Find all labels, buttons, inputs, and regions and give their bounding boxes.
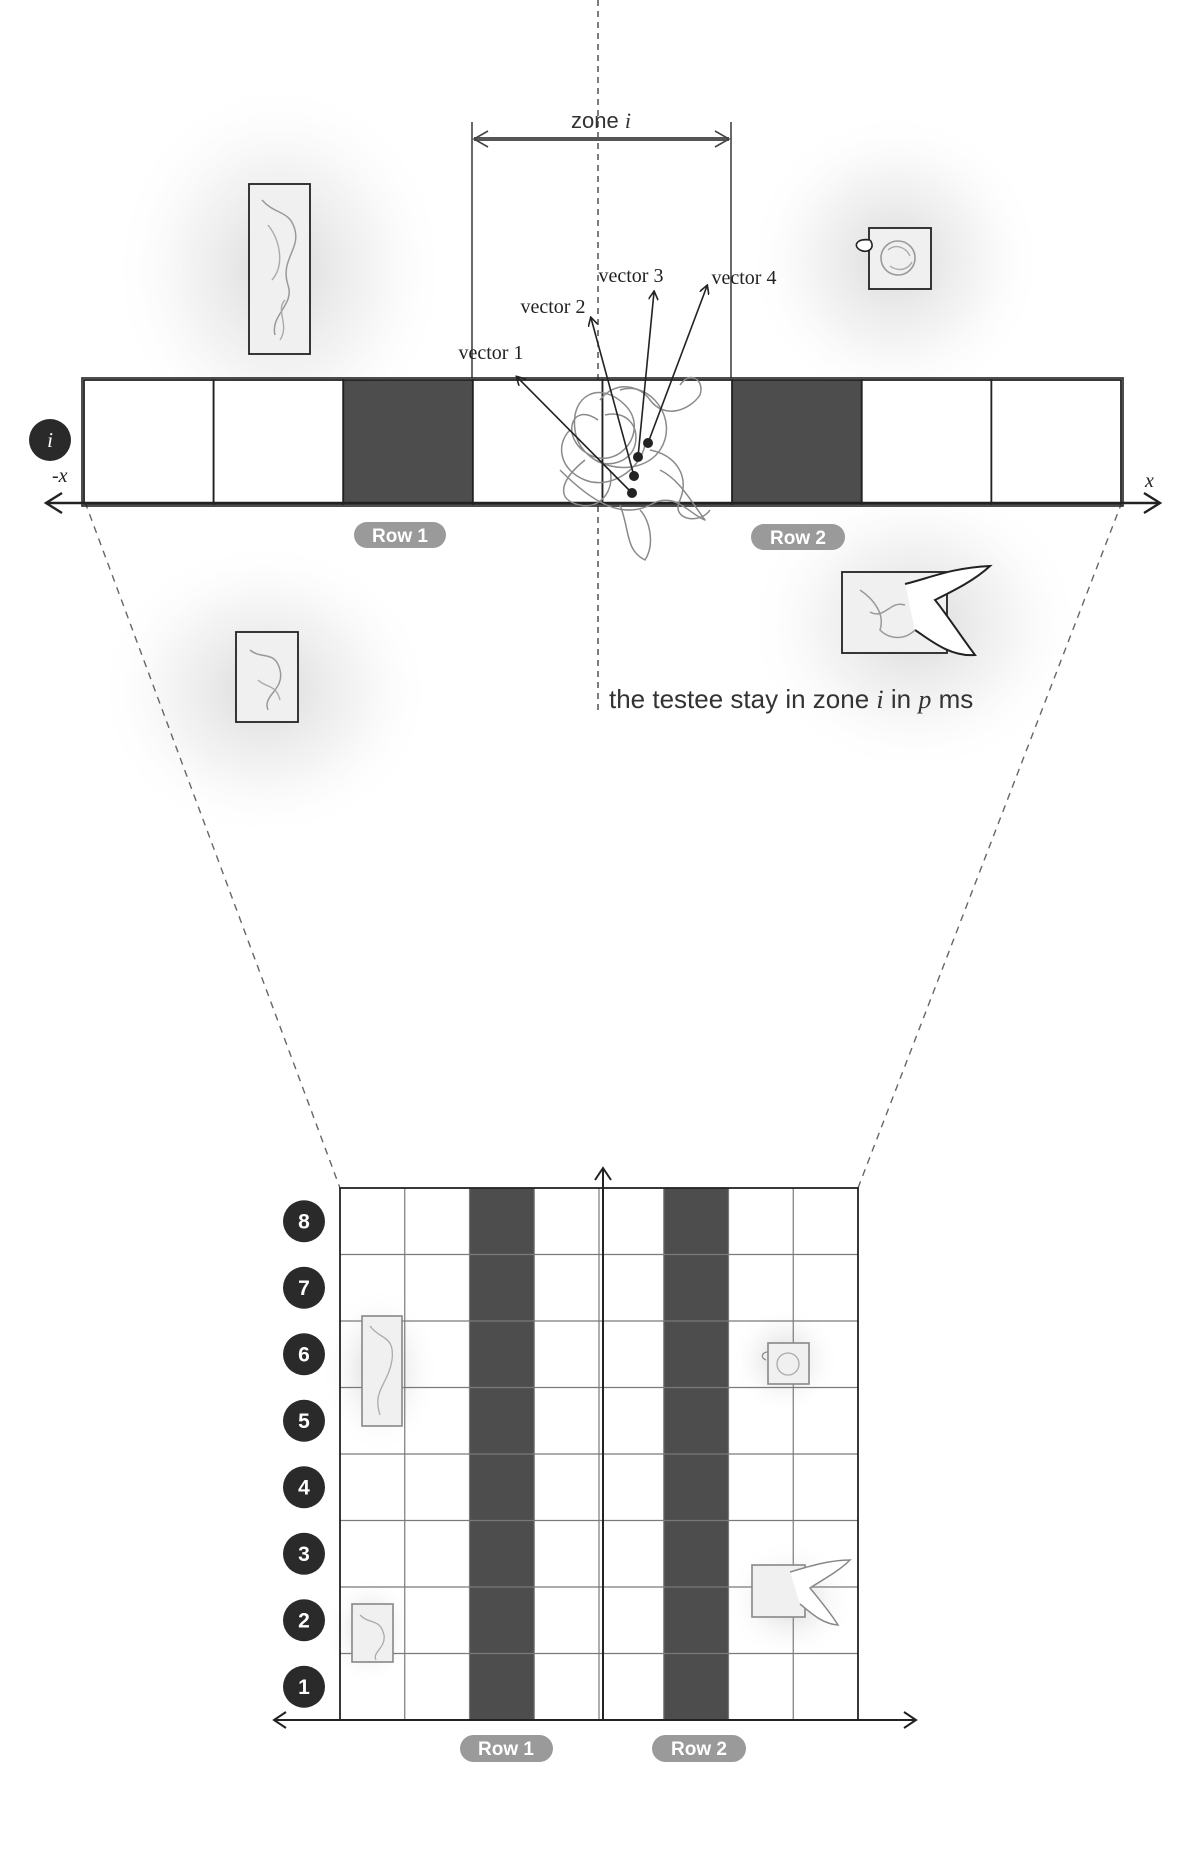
strip-cell-2 — [212, 379, 345, 505]
small-specimen-right-top — [855, 227, 932, 290]
row-1-pill-top: Row 1 — [354, 522, 446, 548]
row-badge-6: 6 — [283, 1333, 325, 1376]
row-1-pill-bottom: Row 1 — [460, 1735, 553, 1762]
vector-3-label: vector 3 — [599, 265, 664, 287]
row-badge-3: 3 — [283, 1532, 325, 1575]
row-badge-label: 2 — [298, 1609, 310, 1632]
vector-origin-points — [627, 438, 653, 498]
svg-text:Row 1: Row 1 — [478, 1739, 534, 1760]
vector-4-label: vector 4 — [712, 267, 777, 289]
row-badge-4: 4 — [283, 1466, 325, 1509]
x-axis-bottom — [272, 1711, 918, 1729]
zone-strip — [81, 377, 1124, 507]
row-badge-label: 7 — [298, 1277, 310, 1300]
strip-cell-8 — [990, 379, 1122, 505]
strip-cell-1 — [83, 379, 215, 505]
perspective-line-left — [84, 501, 341, 1189]
grid-row-badges: 1 2 3 4 5 6 7 8 — [283, 1200, 325, 1708]
svg-text:Row 2: Row 2 — [671, 1739, 727, 1760]
tall-specimen-bottom — [361, 1315, 403, 1427]
strip-cell-5 — [601, 379, 734, 505]
winged-specimen-bottom — [751, 1559, 852, 1626]
strip-cell-7 — [860, 379, 993, 505]
strip-cell-6 — [731, 379, 863, 505]
axis-label-x: x — [1144, 470, 1154, 492]
row-badge-label: 4 — [298, 1476, 310, 1499]
background-glows — [95, 80, 1085, 1685]
small-specimen-right-bottom — [761, 1342, 810, 1385]
vector-2-label: vector 2 — [521, 296, 586, 318]
row-badge-1: 1 — [283, 1665, 325, 1708]
small-specimen-left-bottom — [351, 1603, 394, 1663]
vector-arrows — [517, 286, 707, 494]
strip-outer-border — [81, 377, 1124, 507]
row-badge-label: 1 — [298, 1676, 310, 1699]
small-specimen-left-top — [235, 631, 299, 723]
row-index-badge: i — [29, 419, 71, 461]
zone-bracket — [471, 122, 732, 378]
tall-specimen-top — [248, 183, 311, 355]
row-badge-label: 3 — [298, 1543, 310, 1566]
testee-caption: the testee stay in zone i in p ms — [609, 684, 973, 714]
axis-label-neg-x: -x — [52, 465, 68, 487]
svg-text:Row 1: Row 1 — [372, 526, 428, 547]
strip-cell-3 — [342, 379, 474, 505]
perspective-line-right — [857, 501, 1123, 1189]
y-axis-bottom — [594, 1166, 612, 1720]
row-badge-2: 2 — [283, 1599, 325, 1642]
vector-1-label: vector 1 — [459, 342, 524, 364]
svg-text:Row 2: Row 2 — [770, 528, 826, 549]
svg-text:i: i — [47, 428, 53, 452]
row-badge-8: 8 — [283, 1200, 325, 1243]
row-badge-7: 7 — [283, 1266, 325, 1309]
bottom-grid — [339, 1187, 859, 1721]
zone-label: zone i — [571, 108, 631, 133]
row-2-pill-top: Row 2 — [751, 524, 845, 550]
row-2-pill-bottom: Row 2 — [652, 1735, 746, 1762]
row-badge-label: 8 — [298, 1210, 310, 1233]
row-badge-5: 5 — [283, 1399, 325, 1442]
row-badge-label: 6 — [298, 1343, 310, 1366]
winged-specimen-top — [841, 564, 993, 657]
row-badge-label: 5 — [298, 1410, 310, 1433]
